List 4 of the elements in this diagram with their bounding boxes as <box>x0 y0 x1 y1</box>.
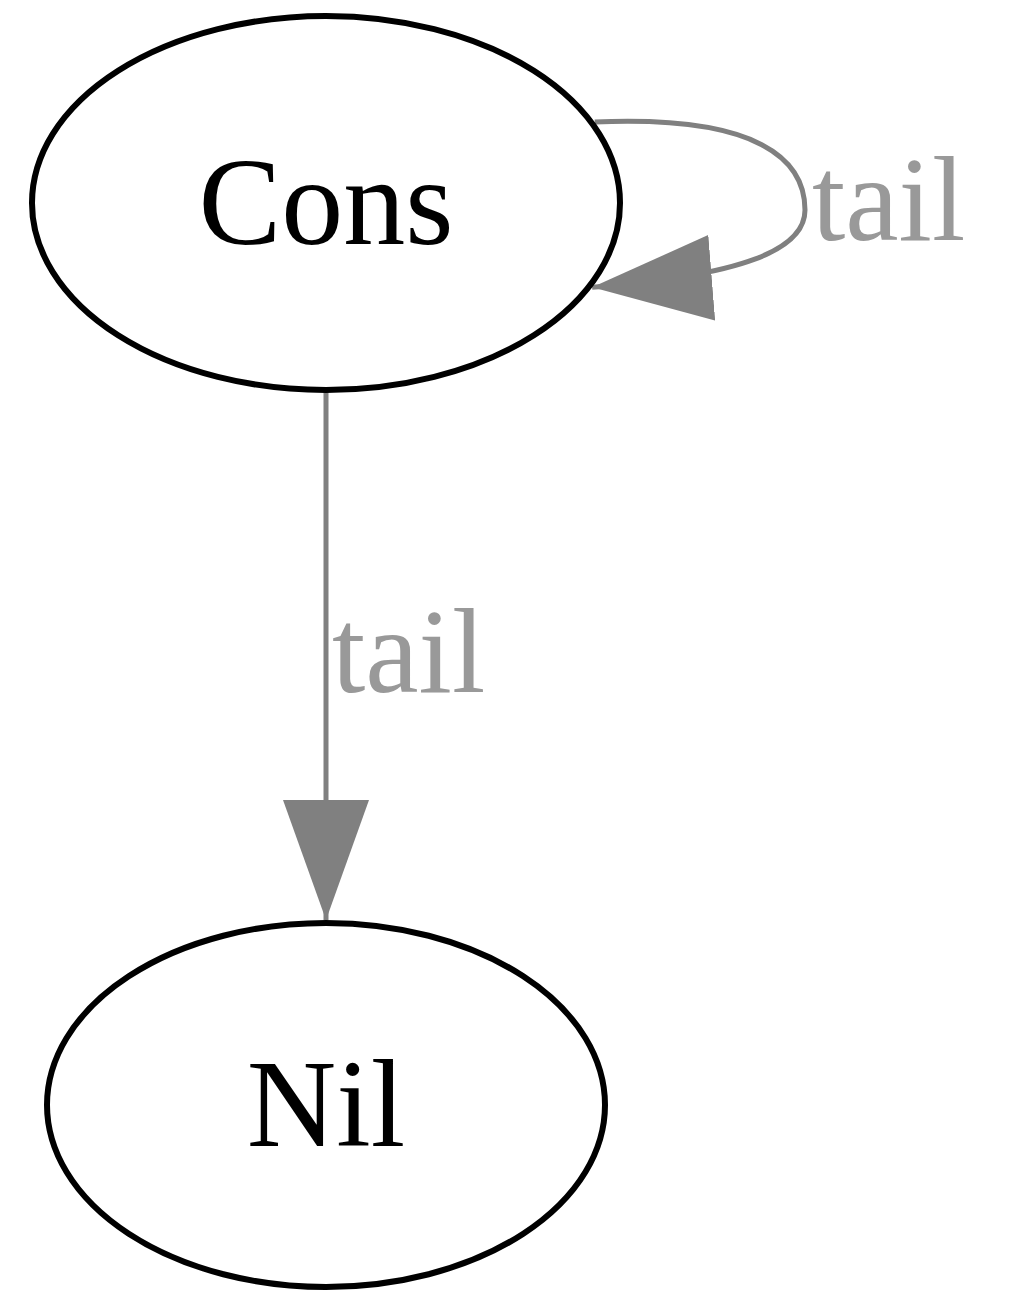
arrow <box>591 118 808 323</box>
node-label: Nil <box>246 1043 406 1167</box>
arrow <box>283 390 369 920</box>
node-label: Cons <box>198 141 454 265</box>
